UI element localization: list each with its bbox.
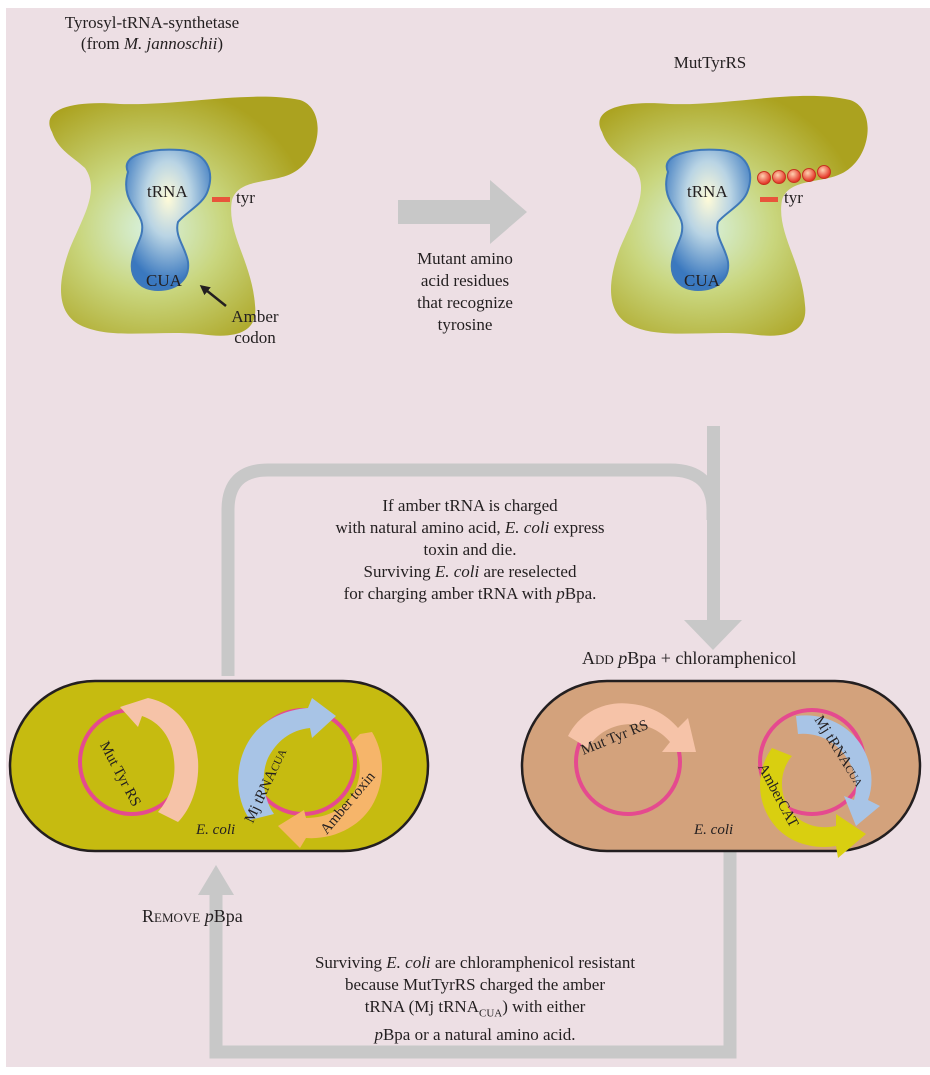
return-arrowhead xyxy=(198,865,234,895)
caption-line: tRNA (Mj tRNACUA) with either xyxy=(255,996,695,1024)
amber-line2: codon xyxy=(215,327,295,348)
caption-fragment: Surviving xyxy=(364,562,435,581)
caption-fragment: tRNA (Mj tRNA xyxy=(365,997,479,1016)
caption-line: Surviving E. coli are chloramphenicol re… xyxy=(255,952,695,974)
right-anticodon-label: CUA xyxy=(684,270,720,291)
remove-rest: Bpa xyxy=(214,906,243,926)
right-organism-label: E. coli xyxy=(694,820,733,841)
left-enzyme-title: Tyrosyl-tRNA-synthetase (from M. jannosc… xyxy=(12,12,292,54)
mutation-arrow xyxy=(398,180,527,244)
caption-fragment: ) with either xyxy=(502,997,585,1016)
remove-word: Remove xyxy=(142,906,200,926)
down-arrow xyxy=(684,426,742,650)
caption-line: Mutant amino xyxy=(380,248,550,270)
left-trna-label: tRNA xyxy=(147,181,188,202)
remove-label: Remove pBpa xyxy=(142,906,243,927)
amber-codon-label: Amber codon xyxy=(215,306,295,348)
caption-fragment: E. coli xyxy=(386,953,430,972)
caption-fragment: Surviving xyxy=(315,953,386,972)
caption-fragment: with natural amino acid, xyxy=(335,518,504,537)
caption-line: acid residues xyxy=(380,270,550,292)
reselection-caption: If amber tRNA is charged with natural am… xyxy=(250,495,690,605)
left-anticodon-label: CUA xyxy=(146,270,182,291)
title-line2: (from M. jannoschii) xyxy=(12,33,292,54)
resistance-caption: Surviving E. coli are chloramphenicol re… xyxy=(255,952,695,1046)
caption-fragment: are chloramphenicol resistant xyxy=(431,953,635,972)
caption-line: If amber tRNA is charged xyxy=(250,495,690,517)
caption-fragment: express xyxy=(549,518,604,537)
caption-fragment: are reselected xyxy=(479,562,576,581)
left-organism-label: E. coli xyxy=(196,820,235,841)
caption-fragment: p xyxy=(556,584,565,603)
residue-bead xyxy=(773,171,786,184)
residue-bead xyxy=(818,166,831,179)
right-tyr-label: tyr xyxy=(784,187,803,208)
residue-bead xyxy=(803,169,816,182)
caption-fragment: Bpa or a natural amino acid. xyxy=(383,1025,576,1044)
title-from: (from xyxy=(81,34,124,53)
caption-line: Surviving E. coli are reselected xyxy=(250,561,690,583)
gene2-sub: CUA xyxy=(269,747,290,773)
add-italic: p xyxy=(618,648,627,668)
caption-line: because MutTyrRS charged the amber xyxy=(255,974,695,996)
remove-italic: p xyxy=(205,906,214,926)
caption-fragment: E. coli xyxy=(435,562,479,581)
caption-fragment: Bpa. xyxy=(565,584,597,603)
left-enzyme xyxy=(49,97,317,336)
residue-bead xyxy=(788,170,801,183)
title-close: ) xyxy=(217,34,223,53)
caption-line: tyrosine xyxy=(380,314,550,336)
add-word: Add xyxy=(582,648,614,668)
title-line1: Tyrosyl-tRNA-synthetase xyxy=(12,12,292,33)
add-rest: Bpa + chloramphenicol xyxy=(627,648,796,668)
enzyme-body xyxy=(599,96,867,336)
caption-line: pBpa or a natural amino acid. xyxy=(255,1024,695,1046)
tyr-bar xyxy=(212,197,230,202)
caption-fragment: for charging amber tRNA with xyxy=(344,584,557,603)
caption-fragment: CUA xyxy=(479,1007,502,1019)
title-species: M. jannoschii xyxy=(124,34,218,53)
mutation-caption: Mutant amino acid residues that recogniz… xyxy=(380,248,550,336)
caption-fragment: p xyxy=(374,1025,383,1044)
caption-line: toxin and die. xyxy=(250,539,690,561)
left-tyr-label: tyr xyxy=(236,187,255,208)
amber-line1: Amber xyxy=(215,306,295,327)
residue-bead xyxy=(758,172,771,185)
tyr-bar xyxy=(760,197,778,202)
caption-line: that recognize xyxy=(380,292,550,314)
right-enzyme xyxy=(599,96,867,336)
add-label: Add pBpa + chloramphenicol xyxy=(582,648,796,669)
right-enzyme-title: MutTyrRS xyxy=(640,52,780,73)
caption-fragment: E. coli xyxy=(505,518,549,537)
right-trna-label: tRNA xyxy=(687,181,728,202)
caption-line: with natural amino acid, E. coli express xyxy=(250,517,690,539)
caption-line: for charging amber tRNA with pBpa. xyxy=(250,583,690,605)
